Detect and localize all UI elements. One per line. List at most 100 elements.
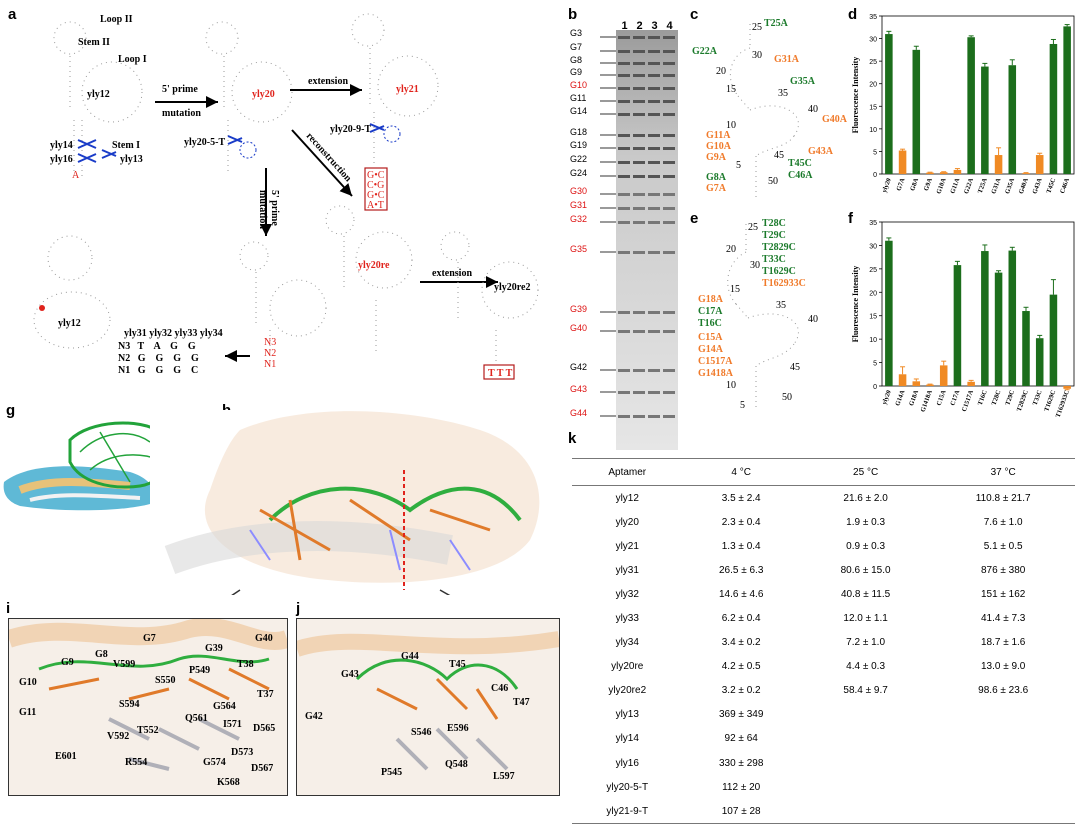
gel-band — [618, 100, 630, 103]
lane-4: 4 — [666, 20, 673, 32]
gel-label-g11: G11 — [570, 93, 587, 103]
i-res-k568: K568 — [217, 777, 240, 788]
table-cell: 58.4 ± 9.7 — [843, 685, 888, 697]
col-aptamer: Aptamer — [572, 458, 683, 486]
x-tick-label: G22A — [963, 177, 975, 195]
e-num-10: 10 — [726, 380, 736, 391]
e-label-g1418a: G1418A — [698, 368, 734, 379]
c-label-g9a: G9A — [706, 152, 727, 163]
bar — [1049, 294, 1058, 386]
bar — [885, 34, 893, 174]
table-cell — [800, 775, 931, 799]
gel-band — [633, 415, 645, 418]
gel-band — [648, 100, 660, 103]
y-tick-label: 25 — [869, 59, 877, 66]
table-cell: 3.5 ± 2.4 — [721, 492, 761, 504]
yly12-full-structure: yly12 — [33, 235, 111, 349]
table-cell: 1.3 ± 0.4 — [721, 540, 761, 552]
y-tick-label: 20 — [869, 82, 877, 89]
svg-text:C•G: C•G — [367, 180, 384, 191]
gel-band — [648, 311, 660, 314]
i-res-t38: T38 — [237, 659, 254, 670]
yly12-structure: Loop II Stem II Loop I yly12 Stem I A — [53, 14, 147, 181]
gel-band — [648, 193, 660, 196]
i-res-g9: G9 — [61, 657, 74, 668]
table-cell: yly21-9-T — [572, 799, 683, 824]
panel-label-k: k — [568, 430, 577, 447]
panel-label-d: d — [848, 6, 858, 23]
gel-band — [648, 50, 660, 53]
gel-band — [648, 134, 660, 137]
c-label-g40a: G40A — [822, 114, 848, 125]
y-tick-label: 10 — [869, 337, 877, 344]
gel-band — [633, 207, 645, 210]
table-cell: yly31 — [615, 564, 639, 576]
bar — [898, 374, 907, 386]
series-n1-row: N1 G G G C — [118, 365, 198, 376]
yly20-label: yly20 — [252, 89, 275, 100]
x-tick-label: G31A — [990, 177, 1002, 195]
e-label-t162933c: T162933C — [762, 278, 806, 289]
i-res-v599: V599 — [113, 659, 136, 670]
bar — [1063, 26, 1071, 174]
gel-band — [663, 74, 675, 77]
panel-label-a: a — [8, 6, 17, 23]
gel-band — [663, 175, 675, 178]
panel-e-structure: T28C T29C T2829C T33C T1629C C17A T16C T… — [698, 218, 818, 411]
table-cell — [931, 703, 1075, 727]
x-tick-label: G18A — [908, 389, 920, 407]
gel-band — [618, 251, 630, 254]
gel-band — [648, 369, 660, 372]
svg-text:N2: N2 — [264, 348, 276, 359]
x-tick-label: C15A — [936, 389, 948, 407]
gel-band — [663, 330, 675, 333]
gel-band — [663, 147, 675, 150]
gel-label-g14: G14 — [570, 106, 588, 116]
c-num-40: 40 — [808, 104, 818, 115]
yly20-5-t-label: yly20-5-T — [184, 137, 225, 148]
gel-label-g40: G40 — [570, 323, 588, 333]
gel-band — [618, 207, 630, 210]
panel-i-detail: G10 G11 G9 G8 G7 V599 S550 P549 G39 G40 … — [8, 618, 288, 796]
e-label-t2829c: T2829C — [762, 242, 796, 253]
e-num-30: 30 — [750, 260, 760, 271]
gel-band — [663, 311, 675, 314]
e-label-t28c: T28C — [762, 218, 786, 229]
bar — [1022, 173, 1030, 174]
y-tick-label: 10 — [869, 127, 877, 134]
c-num-45: 45 — [774, 150, 784, 161]
j-res-g42: G42 — [305, 711, 323, 722]
yly20re2-ttt: T T T — [488, 368, 513, 379]
table-cell: 112 ± 20 — [722, 781, 761, 793]
gel-band — [618, 161, 630, 164]
c-num-20: 20 — [716, 66, 726, 77]
bar — [967, 37, 975, 175]
panel-label-f: f — [848, 210, 853, 227]
svg-text:N3: N3 — [264, 337, 276, 348]
c-label-g31a: G31A — [774, 54, 800, 65]
yly20-structure: yly20 yly20-5-T — [184, 21, 293, 175]
i-res-g564: G564 — [213, 701, 236, 712]
bar — [981, 251, 989, 386]
gel-band — [633, 36, 645, 39]
bar — [1008, 65, 1017, 174]
gel-band — [633, 391, 645, 394]
table-cell — [799, 799, 932, 824]
gel-band — [663, 221, 675, 224]
i-res-g7: G7 — [143, 633, 156, 644]
x-tick-label: G35A — [1004, 177, 1016, 195]
i-res-t37: T37 — [257, 689, 274, 700]
table-cell: yly20re — [611, 661, 644, 673]
x-tick-label: G1418A — [920, 389, 934, 413]
gel-band — [648, 251, 660, 254]
table-cell: 4.2 ± 0.5 — [721, 661, 761, 673]
table-cell — [931, 727, 1075, 751]
c-num-15: 15 — [726, 84, 736, 95]
stem-ii-label: Stem II — [78, 37, 110, 48]
gel-lane-labels: G3 G7 G8 G9 G10 G11 G14 G18 G19 G22 G24 … — [570, 0, 616, 455]
